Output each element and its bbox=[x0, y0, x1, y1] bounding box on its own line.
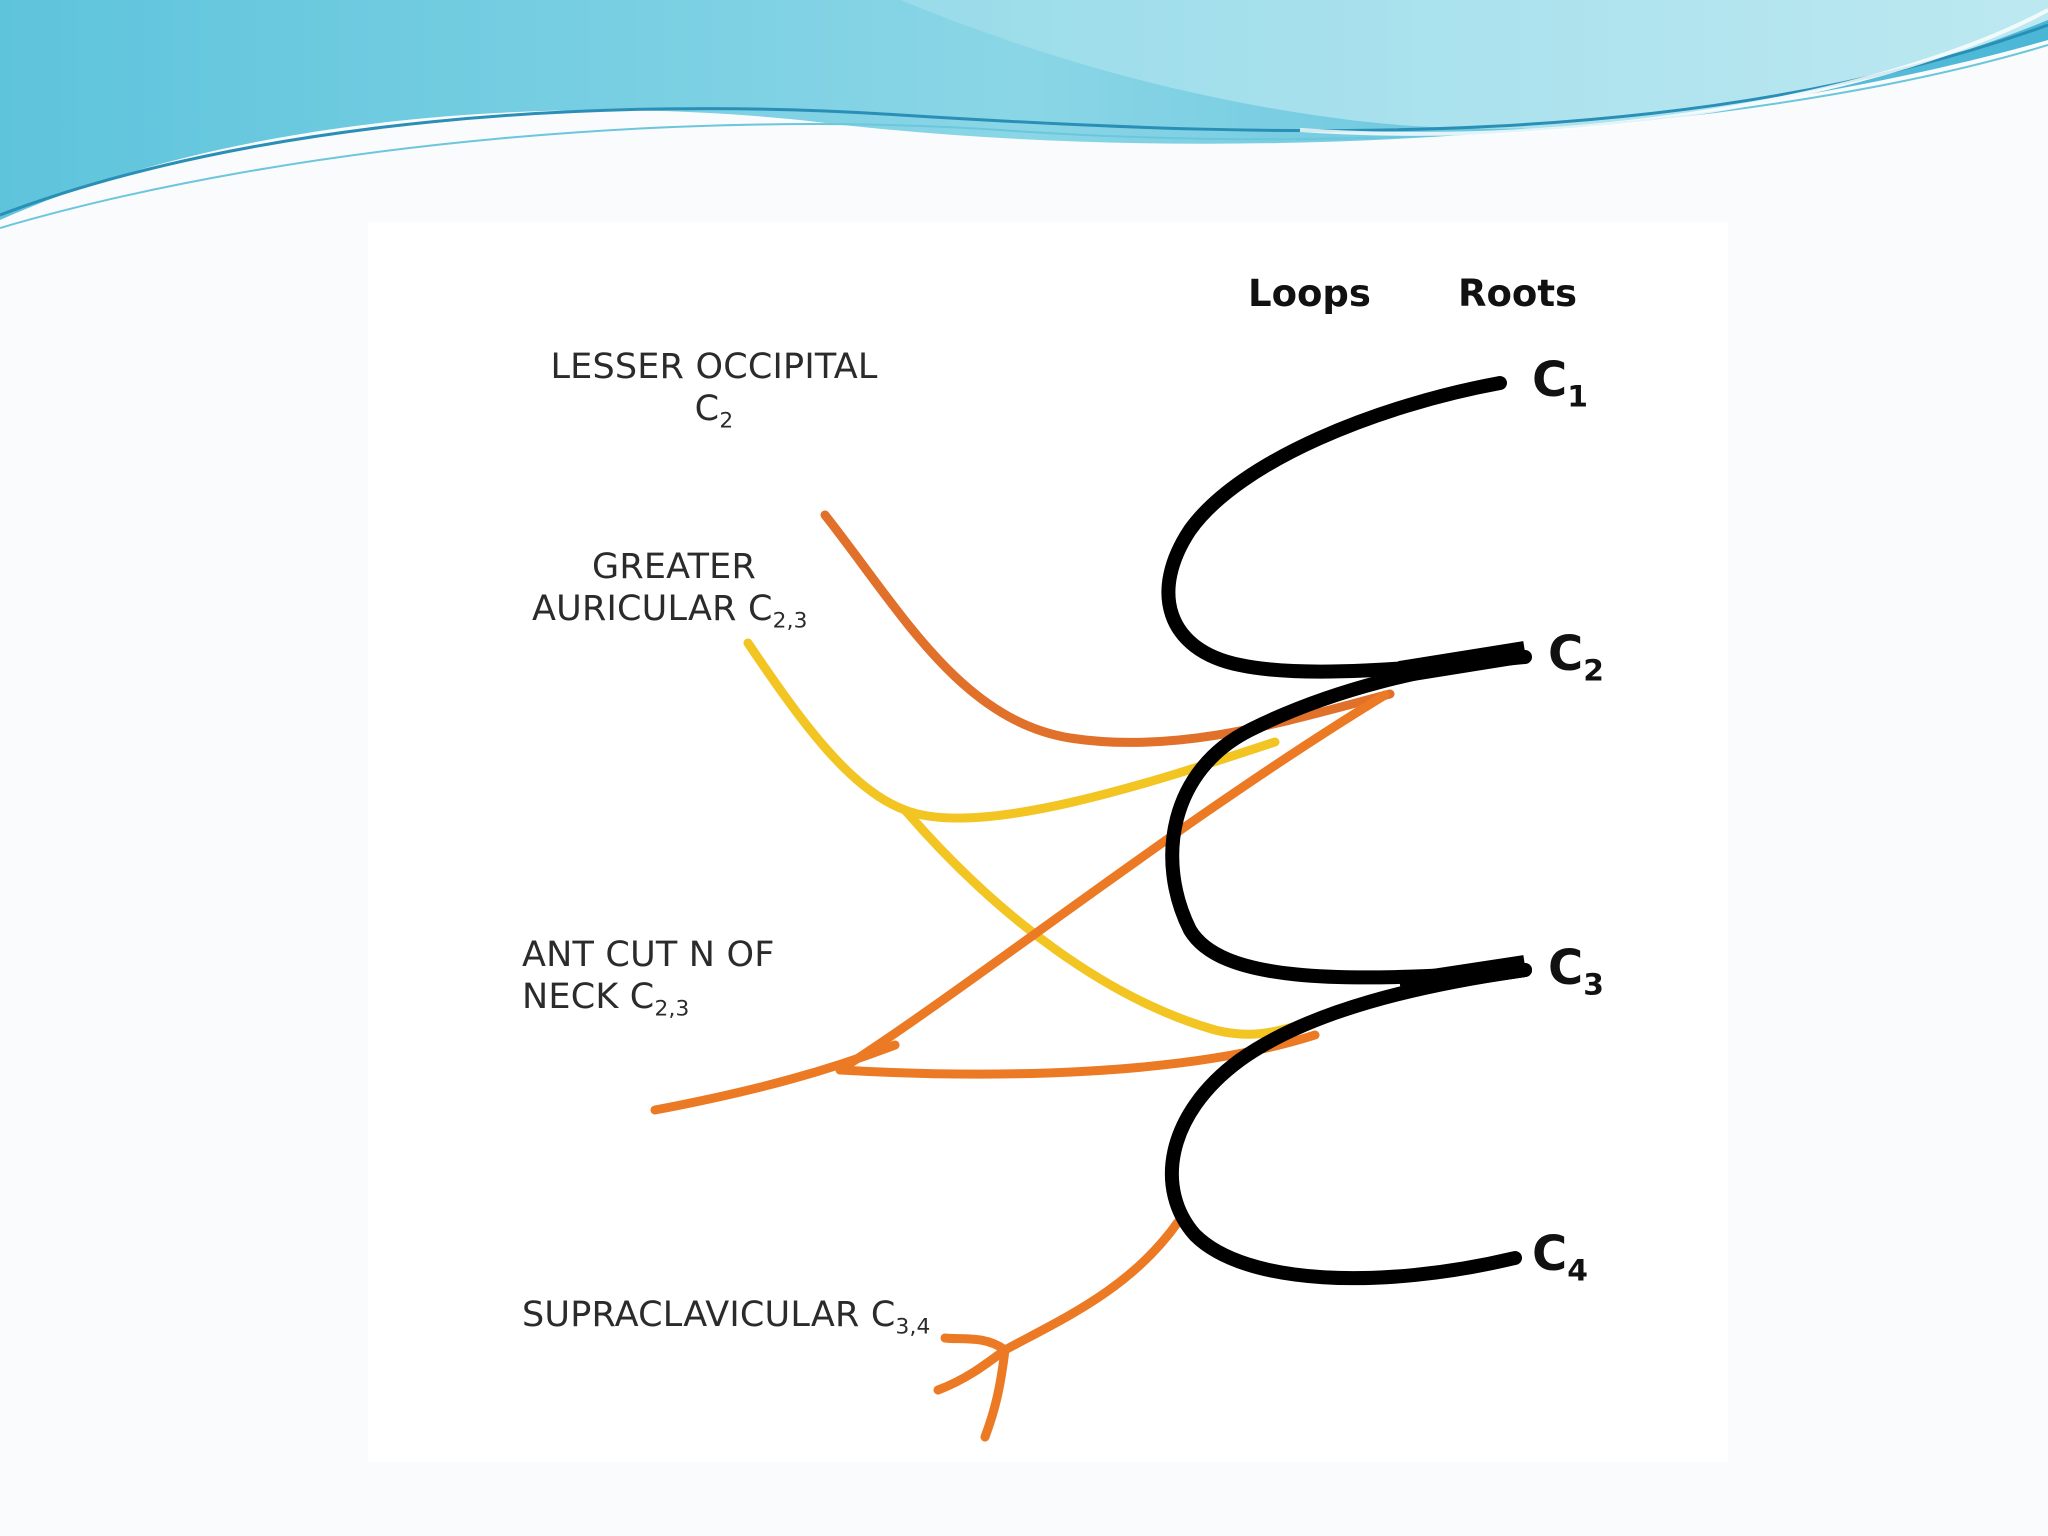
root-c3-label: C3 bbox=[1548, 940, 1604, 1003]
root-c2-label: C2 bbox=[1548, 626, 1604, 689]
lesser-occipital-label: LESSER OCCIPITAL C2 bbox=[550, 347, 878, 434]
loops-header: Loops bbox=[1248, 272, 1371, 315]
supraclavicular-fork-b bbox=[933, 1345, 1010, 1395]
roots-header: Roots bbox=[1458, 272, 1578, 315]
wave-header-decoration bbox=[0, 0, 2048, 229]
ant-cut-neck-label: ANT CUT N OF NECK C2,3 bbox=[522, 935, 775, 1022]
supraclavicular-fork-a bbox=[940, 1333, 1010, 1355]
lesser-occipital-nerve bbox=[820, 510, 1395, 747]
greater-auricular-branch bbox=[900, 805, 1305, 1039]
greater-auricular-label: GREATER AURICULAR C2,3 bbox=[532, 547, 808, 634]
supraclavicular-fork-c bbox=[980, 1345, 1010, 1442]
ant-cut-neck-upper-branch bbox=[835, 690, 1390, 1075]
supraclavicular-nerve bbox=[1000, 1217, 1183, 1355]
loop-c3-c4 bbox=[1164, 963, 1532, 1286]
root-stub-c2 bbox=[1398, 641, 1527, 683]
loop-c1-c2 bbox=[1161, 376, 1527, 679]
loop-c2-c3 bbox=[1165, 650, 1532, 985]
root-stub-c3 bbox=[1398, 955, 1527, 996]
root-c1-label: C1 bbox=[1532, 352, 1588, 415]
greater-auricular-nerve bbox=[743, 638, 1280, 823]
root-c4-label: C4 bbox=[1532, 1226, 1588, 1289]
supraclavicular-label: SUPRACLAVICULAR C3,4 bbox=[522, 1295, 931, 1340]
